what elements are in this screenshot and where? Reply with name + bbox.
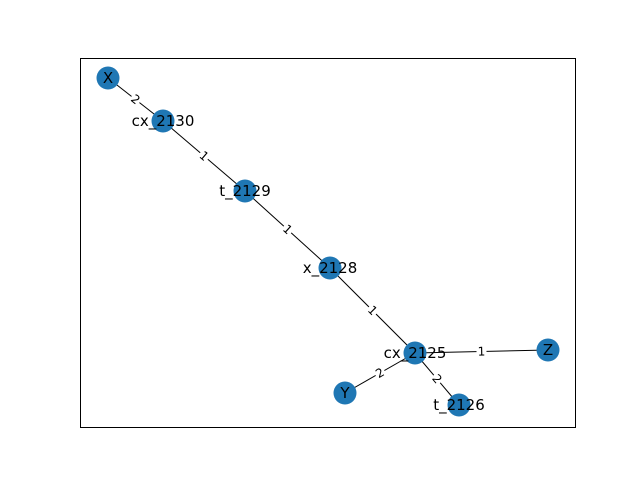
node-label-cx-2130: cx_2130 <box>132 112 195 131</box>
edge-label: 1 <box>478 344 486 358</box>
nodes-layer <box>96 66 560 417</box>
node-label-x: X <box>103 69 113 87</box>
node-label-t-2126: t_2126 <box>433 396 485 415</box>
node-t-2129 <box>233 179 257 203</box>
node-cx-2130 <box>151 109 175 133</box>
edge-label-background <box>371 363 388 382</box>
edge-label-background <box>279 220 297 239</box>
edge-label-group-4: 1 <box>476 343 487 359</box>
node-label-t-2129: t_2129 <box>219 182 271 201</box>
edge-label-background <box>364 301 382 319</box>
edge-label-group-5: 2 <box>371 363 388 382</box>
edge-label-background <box>127 90 145 109</box>
node-label-x-2128: x_2128 <box>303 259 358 278</box>
node-labels-layer: Xcx_2130 t_2129 x_2128 cx_2125 Z Yt_2126 <box>103 69 553 415</box>
plot-frame <box>80 58 576 428</box>
node-cx-2125 <box>403 341 427 365</box>
node-y <box>333 381 357 405</box>
node-z <box>536 338 560 362</box>
node-t-2126 <box>447 393 471 417</box>
edge-label-background <box>476 343 487 359</box>
node-label-y: Y <box>339 384 350 402</box>
node-x-2128 <box>318 256 342 280</box>
node-label-z: Z <box>543 341 553 359</box>
node-x <box>96 66 120 90</box>
node-label-cx-2125: cx_2125 <box>384 344 447 363</box>
edge-label-background <box>428 370 447 388</box>
edge-label-background <box>195 146 213 165</box>
edge-label-group-0: 2 <box>127 90 145 109</box>
